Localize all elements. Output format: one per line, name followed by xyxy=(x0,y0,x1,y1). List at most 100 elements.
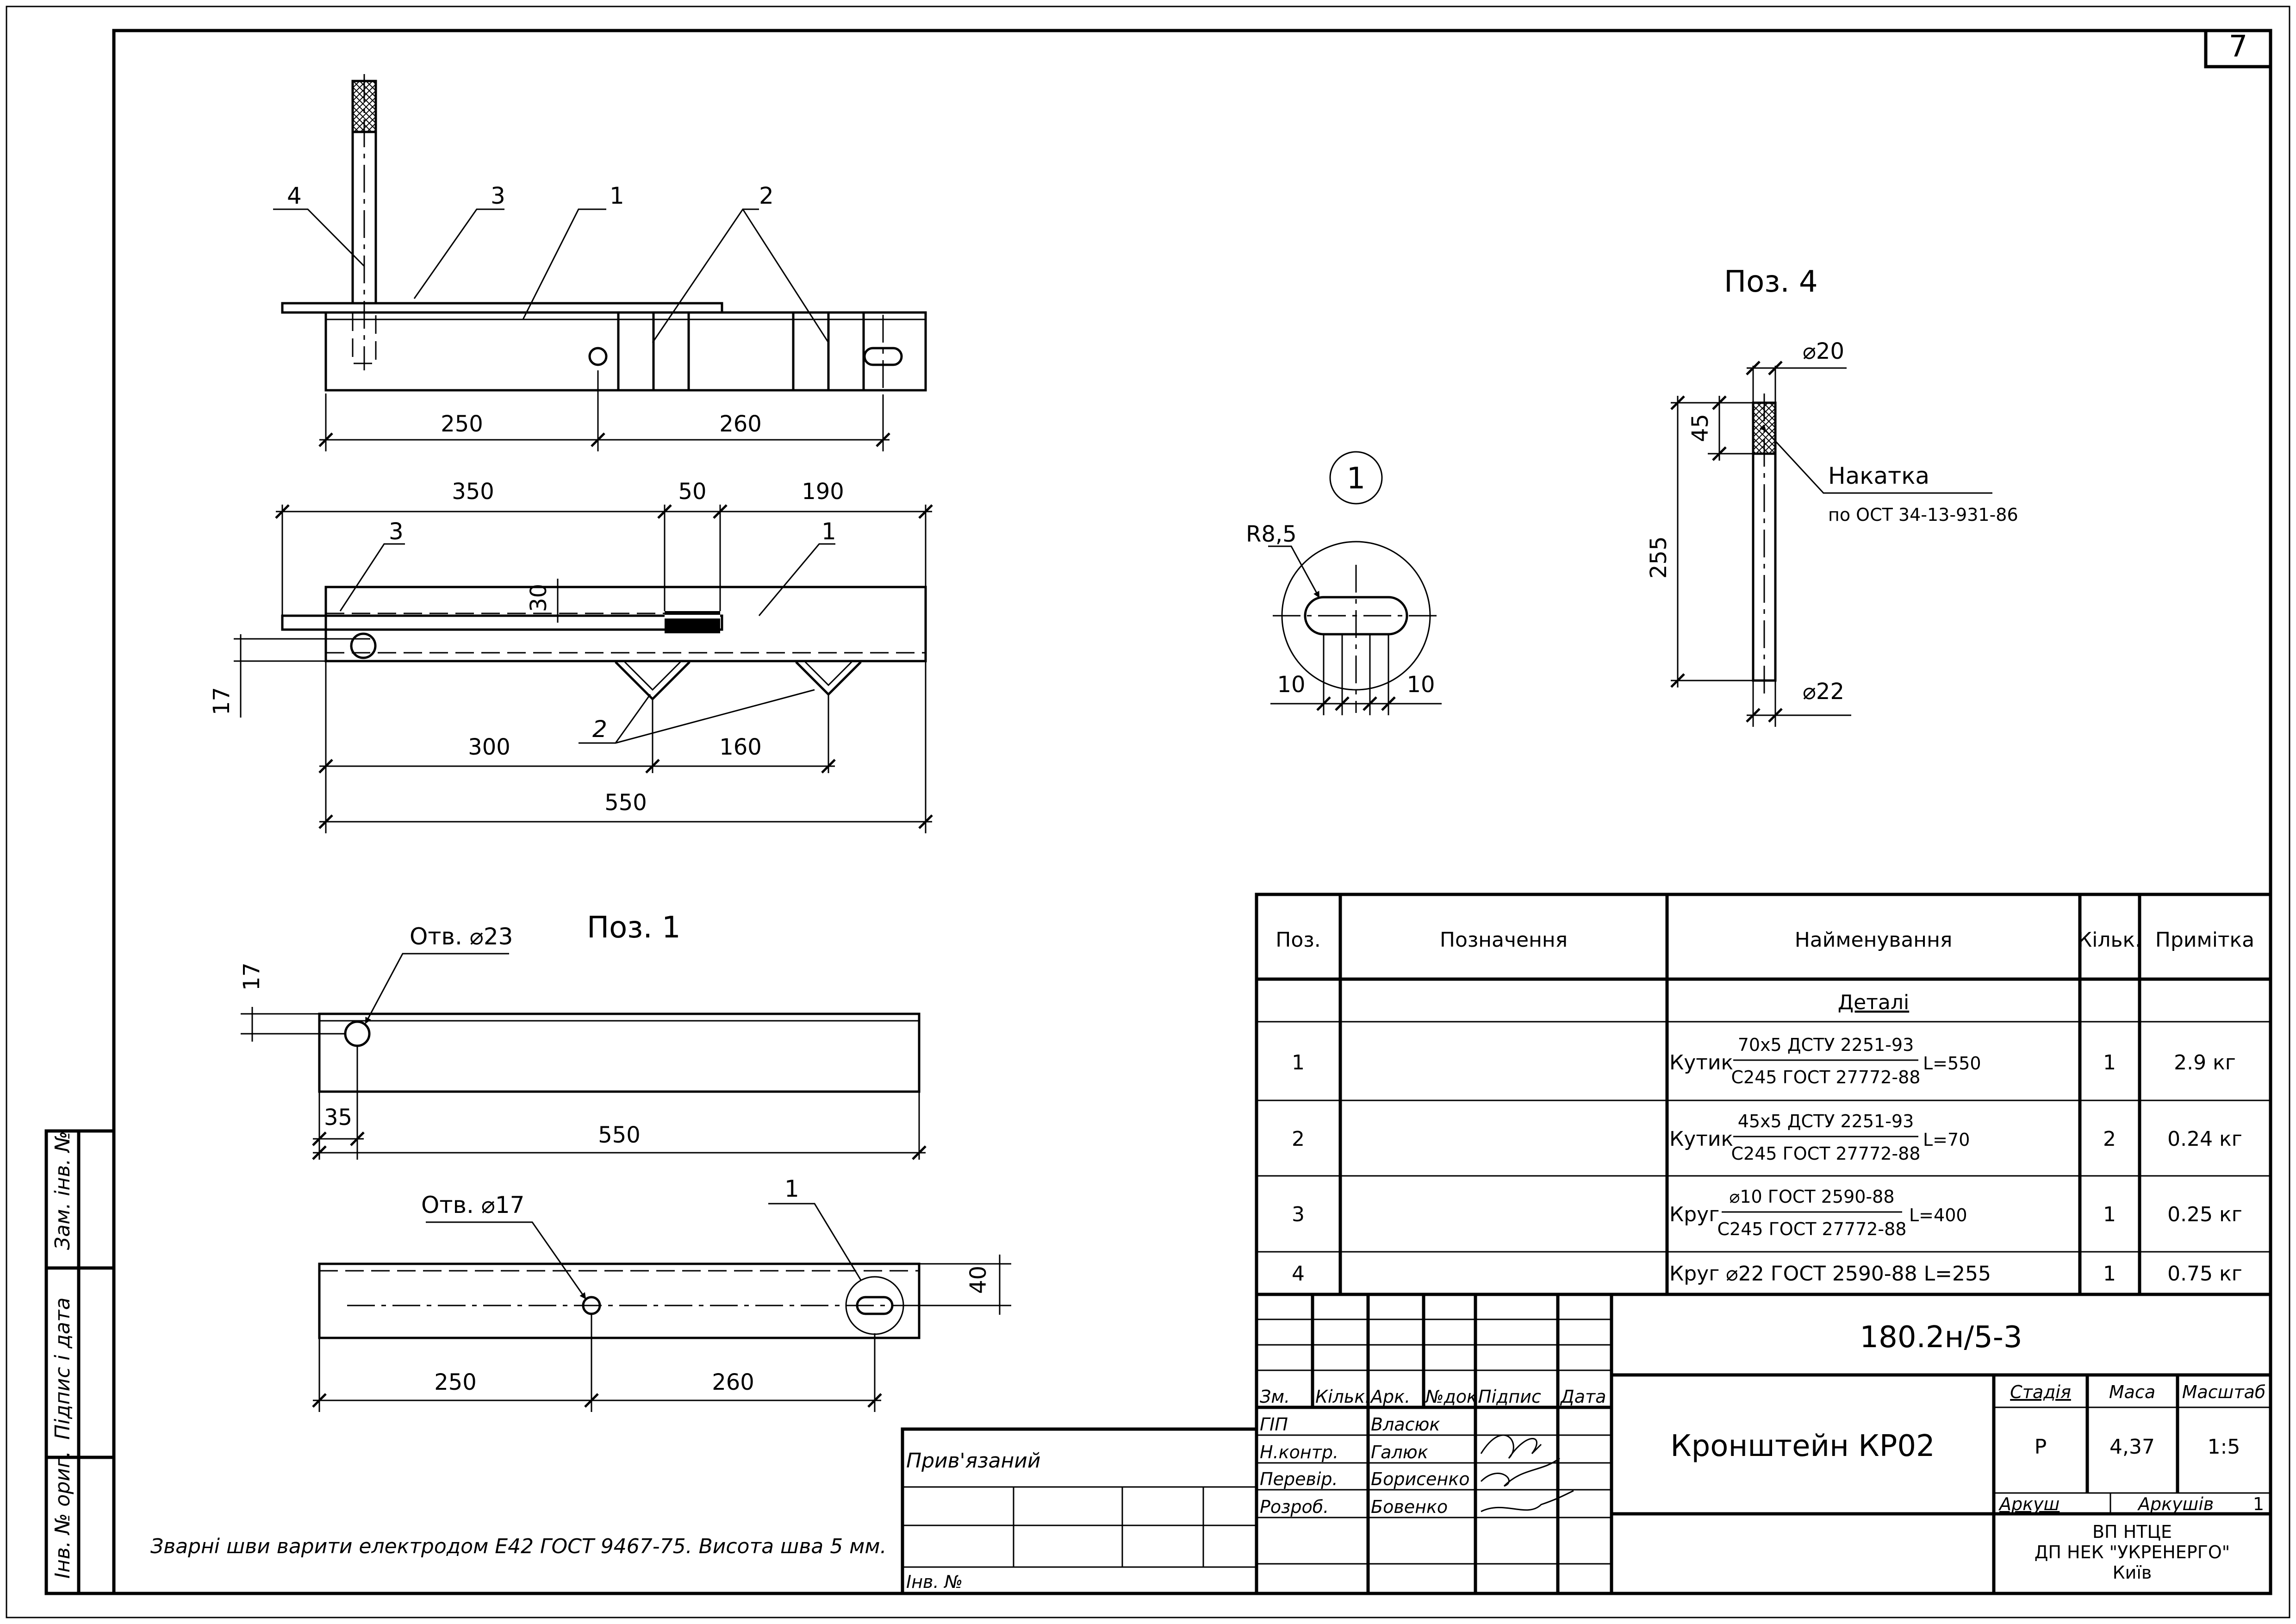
spec-row4-name: Круг ⌀22 ГОСТ 2590-88 L=255 xyxy=(1669,1262,1991,1286)
table-row: 3 Круг ⌀10 ГОСТ 2590-88 С245 ГОСТ 27772-… xyxy=(1292,1187,2242,1239)
spec-row4-qty: 1 xyxy=(2103,1262,2116,1286)
signature-2 xyxy=(1480,1457,1560,1487)
org-line-1: ВП НТЦЕ xyxy=(2092,1522,2172,1542)
pos4-knurl-label: Накатка xyxy=(1828,462,1929,489)
rev-header-qty: Кільк. xyxy=(1315,1387,1370,1407)
name-developed: Бовенко xyxy=(1371,1497,1448,1517)
linked-label: Прив'язаний xyxy=(906,1449,1040,1473)
rev-header-sheet: Арк. xyxy=(1369,1387,1410,1407)
spec-header-name: Найменування xyxy=(1795,928,1953,952)
plan-callout-1: 1 xyxy=(821,518,836,545)
spec-row2-pos: 2 xyxy=(1292,1127,1305,1151)
pos1-dim-260: 260 xyxy=(712,1369,754,1395)
front-bar-pos3 xyxy=(281,302,723,314)
pos1-hole-17: Отв. ⌀17 xyxy=(421,1192,524,1218)
spec-row2-num: 45х5 ДСТУ 2251-93 xyxy=(1738,1111,1914,1131)
spec-row3-prefix: Круг xyxy=(1669,1203,1719,1226)
spec-header-note: Примітка xyxy=(2155,928,2254,952)
plan-dim-30: 30 xyxy=(526,584,552,612)
rev-header-date: Дата xyxy=(1560,1387,1606,1407)
org-line-2: ДП НЕК "УКРЕНЕРГО" xyxy=(2035,1542,2230,1562)
front-view: 4 3 1 2 250 260 xyxy=(273,74,927,451)
signature-1 xyxy=(1480,1434,1542,1459)
spec-row2-den: С245 ГОСТ 27772-88 xyxy=(1731,1143,1920,1164)
spec-row1-pos: 1 xyxy=(1292,1051,1305,1074)
signature-3 xyxy=(1481,1490,1574,1512)
side-stamp: Зам. інв. № Підпис і дата Інв. № ориг. xyxy=(44,1129,116,1595)
pos4-dia-22: ⌀22 xyxy=(1803,679,1844,705)
rev-header-sign: Підпис xyxy=(1478,1387,1541,1407)
spec-header-designation: Позначення xyxy=(1440,928,1568,952)
side-stamp-original-inv: Інв. № ориг. xyxy=(51,1451,75,1579)
spec-row3-note: 0.25 кг xyxy=(2167,1203,2242,1226)
plan-view: 350 50 190 30 17 3 1 2 300 160 550 xyxy=(209,479,933,833)
name-gip: Власюк xyxy=(1371,1414,1440,1435)
mass-label: Маса xyxy=(2109,1382,2155,1402)
spec-row1-prefix: Кутик xyxy=(1669,1051,1733,1074)
table-row: 2 Кутик 45х5 ДСТУ 2251-93 С245 ГОСТ 2777… xyxy=(1292,1111,2242,1164)
trim-border xyxy=(6,6,2290,1618)
name-norm-control: Галюк xyxy=(1371,1442,1428,1462)
pos1-dim-40: 40 xyxy=(965,1266,991,1294)
spec-table: Поз. Позначення Найменування Кільк. Прим… xyxy=(1255,893,2272,1296)
sheets-label: Аркушів xyxy=(2137,1494,2214,1514)
role-checked: Перевір. xyxy=(1260,1469,1338,1489)
mass-value: 4,37 xyxy=(2109,1435,2155,1459)
title-block: Зм. Кільк. Арк. №док. Підпис Дата ГІП Вл… xyxy=(1255,1293,2272,1595)
plan-dim-300: 300 xyxy=(468,734,510,760)
spec-header-qty: Кільк. xyxy=(2078,928,2141,952)
sheet-label: Аркуш xyxy=(1998,1494,2060,1514)
name-checked: Борисенко xyxy=(1371,1469,1469,1489)
role-gip: ГІП xyxy=(1260,1414,1288,1435)
inv-label: Інв. № xyxy=(906,1572,963,1592)
table-row: 4 Круг ⌀22 ГОСТ 2590-88 L=255 1 0.75 кг xyxy=(1292,1262,2242,1286)
front-callout-3: 3 xyxy=(491,182,505,209)
spec-header-pos: Поз. xyxy=(1276,928,1320,952)
plan-dim-350: 350 xyxy=(452,479,494,505)
spec-row2-note: 0.24 кг xyxy=(2167,1127,2242,1151)
pos1-callout-1: 1 xyxy=(784,1175,799,1202)
spec-row4-pos: 4 xyxy=(1292,1262,1305,1286)
front-callout-4: 4 xyxy=(287,182,302,209)
table-row: 1 Кутик 70х5 ДСТУ 2251-93 С245 ГОСТ 2777… xyxy=(1292,1035,2236,1087)
plan-bar-pos3 xyxy=(281,614,723,631)
pos1-dim-550: 550 xyxy=(598,1122,641,1148)
detail-1: 1 R8,5 10 10 xyxy=(1246,451,1442,715)
spec-row3-num: ⌀10 ГОСТ 2590-88 xyxy=(1730,1187,1895,1207)
spec-row2-qty: 2 xyxy=(2103,1127,2116,1151)
plan-callout-3: 3 xyxy=(389,518,404,545)
pos1-hole-23: Отв. ⌀23 xyxy=(410,923,513,950)
plan-dim-17: 17 xyxy=(209,687,235,715)
spec-row1-note: 2.9 кг xyxy=(2174,1051,2236,1074)
stage-value: Р xyxy=(2035,1435,2047,1459)
pos4-dia-20: ⌀20 xyxy=(1803,338,1844,364)
pos1-dim-35: 35 xyxy=(324,1105,352,1131)
scale-value: 1:5 xyxy=(2208,1435,2240,1459)
front-dim-260: 260 xyxy=(719,411,762,437)
linked-block: Прив'язаний Інв. № xyxy=(901,1427,1258,1595)
spec-row4-note: 0.75 кг xyxy=(2167,1262,2242,1286)
front-angle-pos1 xyxy=(324,311,927,392)
spec-row2-suffix: L=70 xyxy=(1923,1130,1970,1150)
rev-header-change: Зм. xyxy=(1260,1387,1290,1407)
sheets-value: 1 xyxy=(2253,1494,2264,1514)
plan-dim-550: 550 xyxy=(604,790,647,816)
doc-code: 180.2н/5-3 xyxy=(1860,1320,2022,1355)
front-dim-250: 250 xyxy=(441,411,483,437)
drawing-title: Кронштейн КР02 xyxy=(1670,1429,1935,1463)
pos4-knurl-std: по ОСТ 34-13-931-86 xyxy=(1828,505,2018,525)
rev-header-doc: №док. xyxy=(1425,1387,1483,1407)
plan-angle-pos1 xyxy=(324,586,927,662)
front-callout-1: 1 xyxy=(610,182,624,209)
pos4-view: Поз. 4 ⌀20 45 255 Накатка по ОСТ 34-13-9… xyxy=(1646,265,2018,727)
detail-1-radius: R8,5 xyxy=(1246,521,1297,547)
spec-row1-den: С245 ГОСТ 27772-88 xyxy=(1731,1067,1920,1087)
spec-row1-num: 70х5 ДСТУ 2251-93 xyxy=(1738,1035,1914,1055)
org-line-3: Київ xyxy=(2113,1562,2152,1583)
pos4-title: Поз. 4 xyxy=(1724,265,1818,299)
spec-row3-suffix: L=400 xyxy=(1909,1205,1967,1225)
scale-label: Масштаб xyxy=(2182,1382,2266,1402)
spec-row1-suffix: L=550 xyxy=(1923,1053,1981,1074)
sheet-number-box xyxy=(2204,29,2272,69)
stage-label: Стадія xyxy=(2010,1382,2071,1402)
